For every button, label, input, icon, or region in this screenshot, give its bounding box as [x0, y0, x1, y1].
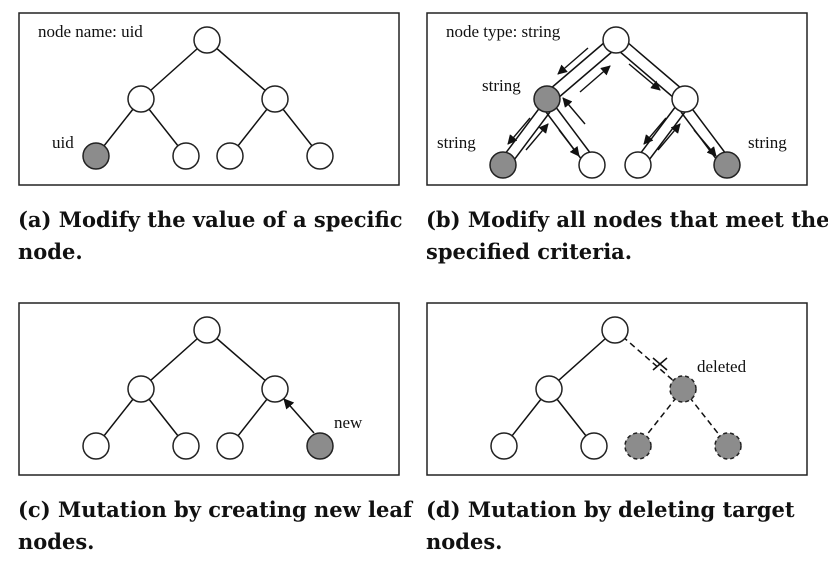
arrow-icon	[557, 47, 589, 75]
edge-root-right	[206, 39, 276, 100]
tree-diagram-c: new	[18, 302, 400, 476]
panel-a: node name: uid uid	[18, 12, 400, 188]
caption-a: (a) Modify the value of a specific node.	[18, 204, 403, 268]
label-string: string	[748, 133, 787, 152]
deleted-node	[714, 432, 742, 460]
arrow-icon	[525, 123, 549, 151]
root-node	[193, 316, 221, 344]
panel-border	[18, 302, 400, 476]
leaf-node	[216, 142, 244, 170]
internal-node-left	[127, 85, 155, 113]
root-node	[601, 316, 629, 344]
caption-a-line1: (a) Modify the value of a specific	[18, 207, 403, 232]
leaf-node	[82, 432, 110, 460]
new-leaf-node	[306, 432, 334, 460]
arrow-icon	[562, 97, 586, 125]
caption-a-line2: node.	[18, 239, 83, 264]
internal-node-right	[261, 85, 289, 113]
label-string: string	[437, 133, 476, 152]
deleted-node	[624, 432, 652, 460]
label-string: string	[482, 76, 521, 95]
panel-border	[426, 302, 808, 476]
leaf-node	[216, 432, 244, 460]
arrow-icon	[507, 117, 531, 145]
caption-c-line1: (c) Mutation by creating new leaf	[18, 497, 413, 522]
arrow-icon	[558, 129, 580, 157]
root-node	[602, 26, 630, 54]
root-node	[193, 26, 221, 54]
arrow-icon	[643, 117, 667, 145]
panel-b: node type: string string string string	[426, 12, 808, 188]
caption-d: (d) Mutation by deleting target nodes.	[426, 494, 795, 558]
caption-c: (c) Mutation by creating new leaf nodes.	[18, 494, 412, 558]
panel-border	[18, 12, 400, 186]
label-deleted: deleted	[697, 357, 747, 376]
label-uid: uid	[52, 133, 74, 152]
leaf-node	[490, 432, 518, 460]
caption-c-line2: nodes.	[18, 529, 95, 554]
traversal-arrows	[507, 47, 717, 157]
arrow-icon	[579, 65, 611, 93]
leaf-node	[578, 151, 606, 179]
tree-edges	[95, 329, 276, 447]
caption-d-line2: nodes.	[426, 529, 503, 554]
annotation-node-name: node name: uid	[38, 22, 143, 41]
tree-diagram-a: node name: uid uid	[18, 12, 400, 186]
leaf-node	[580, 432, 608, 460]
arrow-icon	[628, 63, 661, 91]
internal-node-right	[261, 375, 289, 403]
matched-node-string	[533, 85, 561, 113]
arrow-icon	[657, 123, 681, 151]
internal-node-left	[535, 375, 563, 403]
internal-node-right	[671, 85, 699, 113]
leaf-node	[172, 142, 200, 170]
cut-mark-icon	[652, 357, 668, 371]
leaf-node	[306, 142, 334, 170]
internal-node-left	[127, 375, 155, 403]
leaf-node	[624, 151, 652, 179]
panel-d: deleted	[426, 302, 808, 478]
deleted-node	[669, 375, 697, 403]
attach-arrow-icon	[283, 398, 315, 434]
tree-diagram-b: node type: string string string string	[426, 12, 808, 186]
panel-border	[426, 12, 808, 186]
caption-b-line2: specified criteria.	[426, 239, 633, 264]
matched-node-string	[489, 151, 517, 179]
leaf-node	[172, 432, 200, 460]
matched-node-string	[713, 151, 741, 179]
caption-b: (b) Modify all nodes that meet the speci…	[426, 204, 828, 268]
caption-d-line1: (d) Mutation by deleting target	[426, 497, 795, 522]
arrow-icon	[693, 129, 717, 157]
target-node-uid	[82, 142, 110, 170]
tree-diagram-d: deleted	[426, 302, 808, 476]
annotation-node-type: node type: string	[446, 22, 561, 41]
edge-root-left	[140, 39, 208, 100]
panel-c: new	[18, 302, 400, 478]
label-new: new	[334, 413, 363, 432]
caption-b-line1: (b) Modify all nodes that meet the	[426, 207, 828, 232]
